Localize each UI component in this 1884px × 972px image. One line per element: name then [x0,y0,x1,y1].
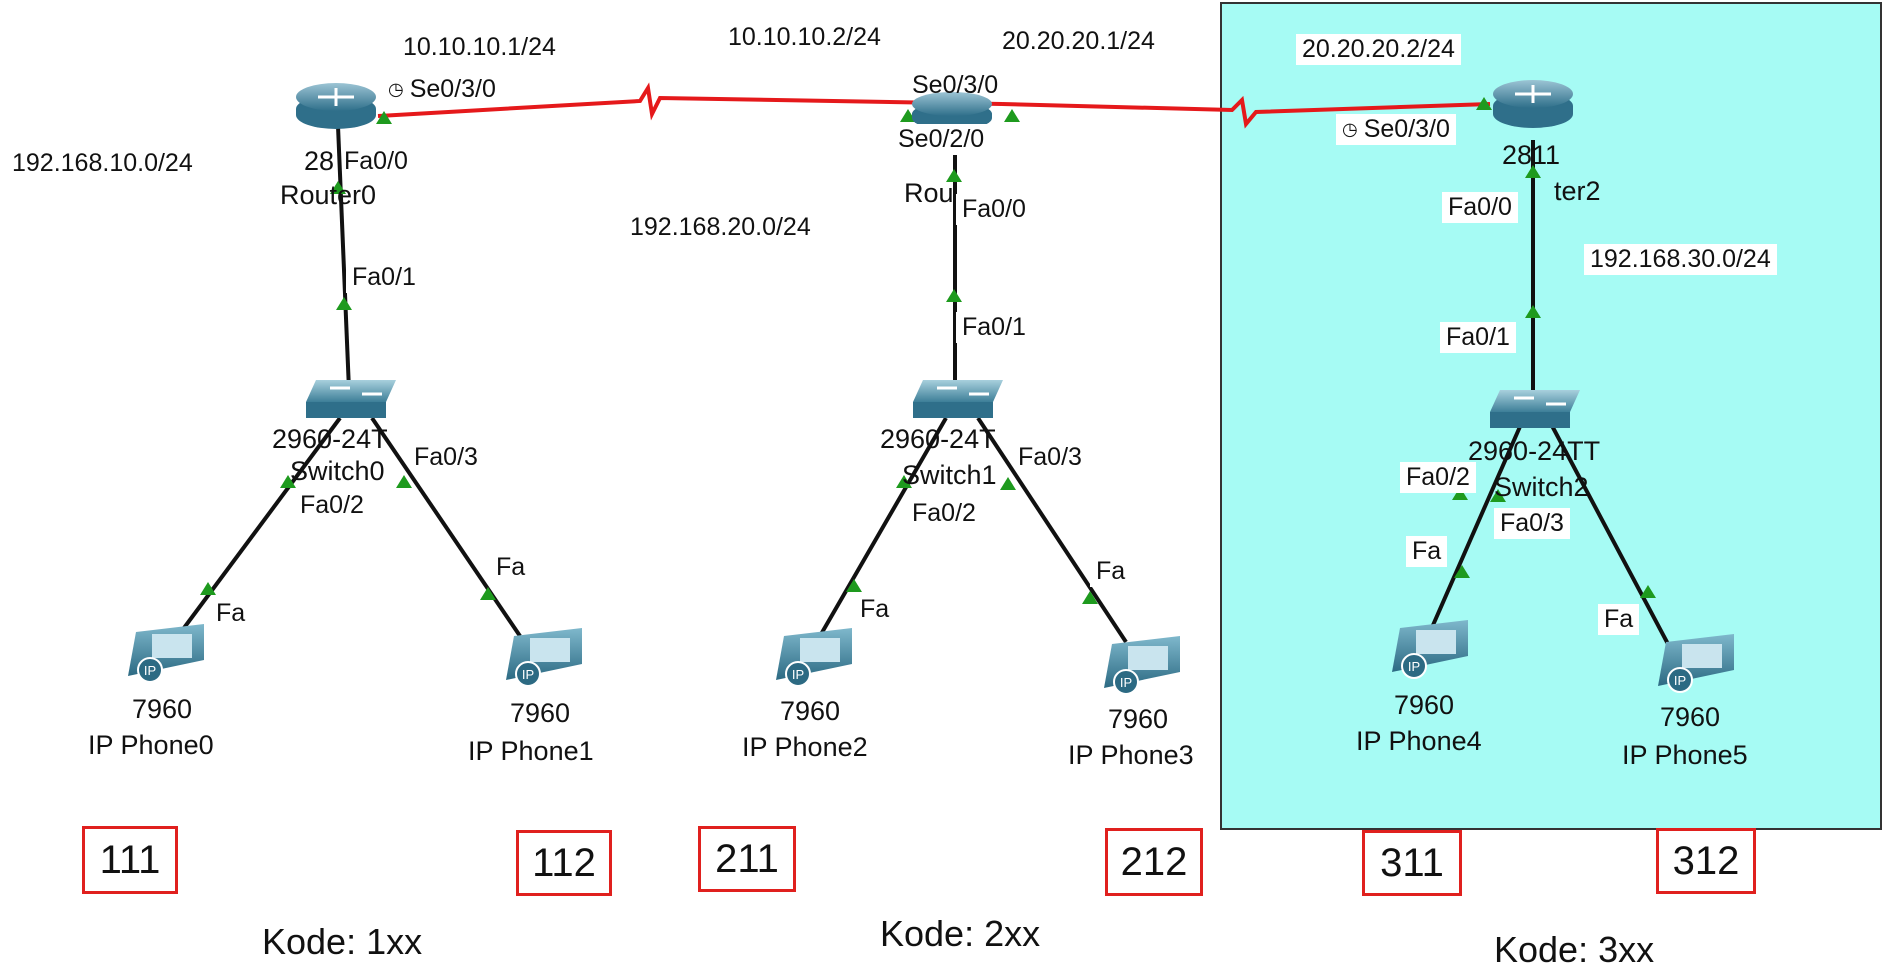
svg-text:IP: IP [144,663,156,678]
svg-text:IP: IP [1120,675,1132,690]
ethernet-link-sw1-ph2[interactable] [818,416,948,638]
ethernet-link-sw1-ph3[interactable] [976,416,1128,644]
switch-icon[interactable] [306,380,396,418]
ip-phone-icon[interactable]: IP [506,628,582,687]
lan3-network-label: 192.168.30.0/24 [1584,244,1777,275]
phone2-model-label: 7960 [780,696,841,726]
port-status-lights [200,97,1656,604]
wan2-r2-ip-label: 20.20.20.2/24 [1296,34,1461,65]
phone1-name-label: IP Phone1 [468,736,594,766]
extension-code-box: 211 [698,826,796,892]
ip-phone-icon[interactable]: IP [1392,620,1468,679]
phone0-model-label: 7960 [132,694,193,724]
r1-fa-port-label: Fa0/0 [956,194,1032,225]
switch1-model-label: 2960-24T [880,424,996,454]
ethernet-link-r0-sw0[interactable] [336,125,351,391]
phone3-port-label: Fa [1090,556,1132,587]
ip-phone-icon[interactable]: IP [128,624,204,683]
router-icon[interactable] [1493,80,1573,128]
lan2-network-label: 192.168.20.0/24 [624,212,817,243]
router0-name-label: Router0 [280,180,377,210]
phone5-model-label: 7960 [1660,702,1721,732]
serial-link-r1-r2[interactable] [1001,95,1491,129]
sw0-fa02-port-label: Fa0/2 [294,490,370,521]
router-icon[interactable] [912,92,992,130]
kode-label-site3: Kode: 3xx [1494,929,1655,970]
ethernet-link-sw0-ph0[interactable] [176,416,342,638]
wan1-r0-ip-label: 10.10.10.1/24 [397,32,562,63]
clock-icon: ◷ [1342,119,1358,139]
phone4-port-label: Fa [1406,536,1448,567]
phone5-name-label: IP Phone5 [1622,740,1748,770]
sw1-uplink-port-label: Fa0/1 [956,312,1032,343]
sw0-uplink-port-label: Fa0/1 [346,262,422,293]
router1-name-label: Rou [904,178,954,208]
lan1-network-label: 192.168.10.0/24 [6,148,199,179]
ethernet-link-sw2-ph5[interactable] [1548,421,1670,645]
r1-serial-b-port-label: Se0/2/0 [892,124,991,155]
wan1-r1-ip-label: 10.10.10.2/24 [722,22,887,53]
router0-model-label: 28 [304,146,335,176]
svg-text:IP: IP [792,667,804,682]
svg-text:IP: IP [522,667,534,682]
sw2-fa03-port-label: Fa0/3 [1494,508,1570,539]
switch1-name-label: Switch1 [902,460,997,490]
phone2-port-label: Fa [854,594,896,625]
switch-icon[interactable] [913,380,1003,418]
r0-serial-port-text: Se0/3/0 [409,75,496,103]
phone1-port-label: Fa [490,552,532,583]
switch2-name-label: Switch2 [1494,472,1589,502]
extension-code-box: 111 [82,826,178,894]
phone3-model-label: 7960 [1108,704,1169,734]
ip-phone-icon[interactable]: IP [776,628,852,687]
phone4-name-label: IP Phone4 [1356,726,1482,756]
switch-icon[interactable] [1490,390,1580,428]
r1-serial-a-port-label: Se0/3/0 [912,71,999,99]
extension-code-box: 312 [1656,828,1756,894]
phone5-port-label: Fa [1598,604,1640,635]
phone4-model-label: 7960 [1394,690,1455,720]
extension-code-box: 212 [1105,828,1203,896]
wan2-r1-ip-label: 20.20.20.1/24 [996,26,1161,57]
router-icon[interactable] [296,83,376,129]
sw1-fa02-port-label: Fa0/2 [906,498,982,529]
r0-serial-port-label: ◷Se0/3/0 [382,74,502,105]
phone3-name-label: IP Phone3 [1068,740,1194,770]
switch0-name-label: Switch0 [290,456,385,486]
phone1-model-label: 7960 [510,698,571,728]
clock-icon: ◷ [388,79,404,99]
extension-code-box: 311 [1362,830,1462,896]
router2-model-label: 2811 [1502,140,1561,170]
sw0-fa03-port-label: Fa0/3 [414,443,478,471]
phone0-port-label: Fa [210,598,252,629]
extension-code-box: 112 [516,830,612,896]
kode-label-site2: Kode: 2xx [880,913,1041,954]
sw1-fa03-port-label: Fa0/3 [1018,443,1082,471]
r2-serial-port-label: ◷Se0/3/0 [1336,114,1456,145]
r0-fa-port-label: Fa0/0 [344,147,408,175]
sw2-uplink-port-label: Fa0/1 [1440,322,1516,353]
serial-link-r0-r1[interactable] [377,82,1003,121]
svg-text:IP: IP [1674,673,1686,688]
phone0-name-label: IP Phone0 [88,730,214,760]
kode-label-site1: Kode: 1xx [262,921,423,962]
svg-text:IP: IP [1408,659,1420,674]
switch2-model-label: 2960-24TT [1468,436,1601,466]
router2-name-label: ter2 [1554,176,1601,206]
ip-phone-icon[interactable]: IP [1104,636,1180,695]
switch0-model-label: 2960-24T [272,424,388,454]
phone2-name-label: IP Phone2 [742,732,868,762]
r2-fa-port-label: Fa0/0 [1442,192,1518,223]
sw2-fa02-port-label: Fa0/2 [1400,462,1476,493]
ip-phone-icon[interactable]: IP [1658,634,1734,693]
ethernet-link-sw2-ph4[interactable] [1428,421,1524,633]
r2-serial-port-text: Se0/3/0 [1363,115,1450,143]
